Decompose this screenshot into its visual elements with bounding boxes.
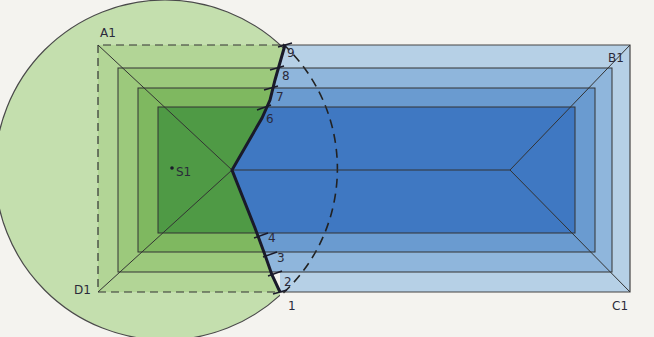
corner-label: D1 bbox=[74, 284, 91, 296]
corner-label: B1 bbox=[608, 52, 624, 64]
callout-number: 6 bbox=[266, 113, 274, 125]
point-label: S1 bbox=[176, 166, 191, 178]
corner-label: C1 bbox=[612, 300, 628, 312]
corner-label: A1 bbox=[100, 27, 116, 39]
callout-number: 2 bbox=[284, 276, 292, 288]
callout-number: 1 bbox=[288, 300, 296, 312]
callout-number: 8 bbox=[282, 70, 290, 82]
callout-number: 4 bbox=[268, 232, 276, 244]
callout-number: 7 bbox=[276, 91, 284, 103]
callout-number: 9 bbox=[287, 47, 295, 59]
callout-number: 3 bbox=[277, 252, 285, 264]
